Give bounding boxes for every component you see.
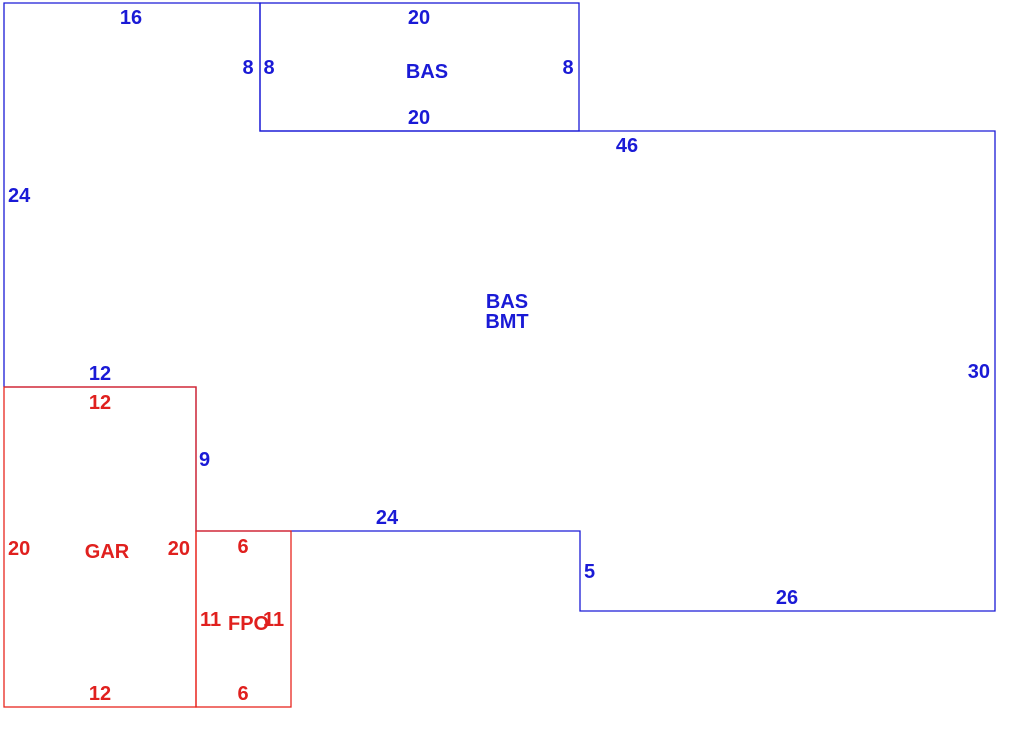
upper-bas-outline xyxy=(259,2,580,132)
dim-main-top: 46 xyxy=(616,135,638,157)
dim-porch-left: 11 xyxy=(200,609,221,631)
label-main-bas: BAS xyxy=(486,291,528,313)
dim-upper-right: 8 xyxy=(562,57,573,79)
dim-upper-top: 20 xyxy=(408,7,430,29)
dim-upper-bottom: 20 xyxy=(408,107,430,129)
dim-garage-top: 12 xyxy=(89,392,111,414)
dim-garage-right-upper: 9 xyxy=(199,449,210,471)
dim-porch-bottom: 6 xyxy=(237,683,248,705)
dim-top-left: 16 xyxy=(120,7,142,29)
label-porch: FPO xyxy=(228,613,269,635)
dim-porch-right: 11 xyxy=(263,609,284,631)
label-main-bmt: BMT xyxy=(485,311,528,333)
dim-garage-top-blue: 12 xyxy=(89,363,111,385)
label-garage: GAR xyxy=(85,541,130,563)
dim-porch-top: 6 xyxy=(237,536,248,558)
dim-garage-right: 20 xyxy=(168,538,190,560)
dim-bottom-right: 26 xyxy=(776,587,798,609)
dim-step-down: 5 xyxy=(584,561,595,583)
dim-right-side: 30 xyxy=(968,361,990,383)
dim-mid-step: 24 xyxy=(376,507,399,529)
dim-garage-bottom: 12 xyxy=(89,683,111,705)
label-upper-bas: BAS xyxy=(406,61,448,83)
dim-garage-left: 20 xyxy=(8,538,30,560)
dim-left-side: 24 xyxy=(8,185,31,207)
porch-outline xyxy=(195,530,292,708)
dim-upper-left-inner: 8 xyxy=(263,57,274,79)
dim-upper-left-outer: 8 xyxy=(242,57,253,79)
